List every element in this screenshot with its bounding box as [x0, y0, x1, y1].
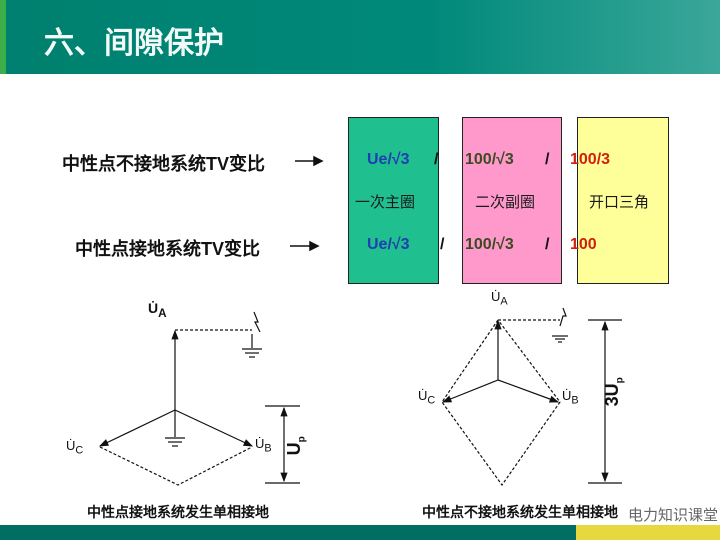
fault-lightning-icon [559, 307, 567, 327]
row2-secondary: 100/√3 [465, 236, 514, 253]
left-ua-label: U̇A [148, 300, 167, 320]
secondary-winding-box [462, 117, 562, 284]
ground-icon [165, 437, 185, 447]
left-ub-label: U̇B [255, 436, 272, 455]
ground-icon [242, 348, 262, 358]
footer-bar-right [576, 525, 720, 540]
watermark: 电力知识课堂 [628, 506, 719, 524]
row1-sep1: / [434, 151, 439, 168]
slide-title: 六、间隙保护 [44, 26, 224, 61]
row2-sep2: / [545, 236, 550, 253]
row2-sep1: / [440, 236, 445, 253]
row1-primary: Ue/√3 [367, 151, 410, 168]
winding-primary-label: 一次主圈 [355, 194, 416, 211]
grounded-phasor-diagram [98, 311, 300, 486]
winding-secondary-label: 二次副圈 [475, 194, 536, 211]
right-3up-label: 3Up [601, 377, 626, 407]
row2-primary: Ue/√3 [367, 236, 410, 253]
primary-winding-box [348, 117, 439, 284]
row1-open-delta: 100/3 [570, 151, 611, 168]
grounded-ratio-label: 中性点接地系统TV变比 [75, 239, 261, 259]
footer-bar-left [0, 525, 576, 540]
left-diagram-caption: 中性点接地系统发生单相接地 [87, 504, 269, 520]
row1-sep2: / [545, 151, 550, 168]
right-uc-label: U̇C [418, 388, 436, 407]
arrow-icon [290, 155, 324, 252]
ground-icon [552, 335, 568, 343]
row1-secondary: 100/√3 [465, 151, 514, 168]
slide-header: 六、间隙保护 [0, 0, 720, 74]
left-uc-label: U̇C [66, 438, 84, 457]
header-accent-bar [0, 0, 6, 74]
fault-lightning-icon [253, 311, 261, 333]
open-delta-box [577, 117, 669, 284]
right-ua-label: U̇A [491, 289, 508, 308]
right-ub-label: U̇B [562, 388, 579, 407]
winding-open-delta-label: 开口三角 [589, 194, 650, 211]
row2-open-delta: 100 [570, 236, 597, 253]
left-up-label: Up [283, 436, 308, 456]
ungrounded-ratio-label: 中性点不接地系统TV变比 [62, 154, 265, 174]
ungrounded-phasor-diagram [441, 307, 622, 487]
right-diagram-caption: 中性点不接地系统发生单相接地 [422, 504, 618, 520]
